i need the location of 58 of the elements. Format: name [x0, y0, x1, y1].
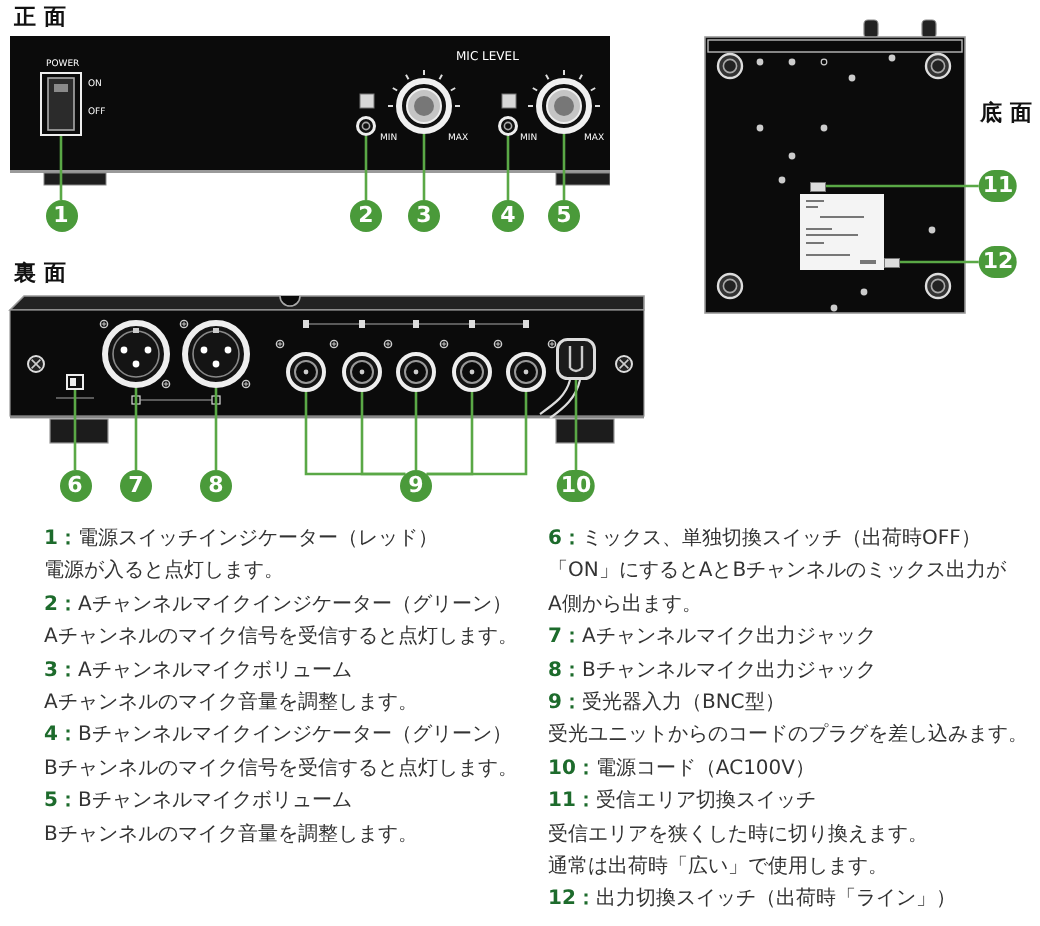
leader-line: [506, 136, 510, 200]
description-text: 受信エリアを狭くした時に切り換えます。: [548, 821, 930, 850]
description-text: 1：電源スイッチインジケーター（レッド）: [44, 526, 440, 554]
leader-line: [134, 388, 138, 470]
callout-number: 12: [978, 246, 1018, 278]
description-text: 通常は出荷時「広い」で使用します。: [548, 853, 890, 883]
description-text: 3：Aチャンネルマイクボリューム: [44, 657, 354, 686]
power-cord: [556, 338, 596, 380]
callout-number: 4: [492, 200, 524, 232]
description-text: 電源が入ると点灯します。: [44, 557, 286, 587]
callout-number: 11: [978, 170, 1018, 202]
callout-number: 1: [45, 200, 77, 232]
leader-line: [414, 392, 418, 470]
leader-line: [422, 134, 426, 200]
bnc-jack: [286, 352, 326, 392]
callout-number: 2: [350, 200, 382, 232]
description-text: 7：Aチャンネルマイク出力ジャック: [548, 623, 878, 653]
description-text: Bチャンネルのマイク音量を調整します。: [44, 821, 420, 850]
leader-line: [426, 392, 528, 476]
description-text: 11：受信エリア切換スイッチ: [548, 787, 818, 817]
description-text: 6：ミックス、単独切換スイッチ（出荷時OFF）: [548, 525, 983, 554]
view-heading: 裏 面: [14, 262, 66, 284]
description-text: 9：受光器入力（BNC型）: [548, 689, 787, 719]
callout-number: 8: [200, 470, 232, 502]
leader-line: [364, 136, 368, 200]
description-text: Aチャンネルのマイク音量を調整します。: [44, 689, 420, 719]
bnc-jack: [396, 352, 436, 392]
leader-line: [360, 392, 406, 476]
power-switch: [40, 72, 82, 136]
bnc-jack: [342, 352, 382, 392]
description-text: 5：Bチャンネルマイクボリューム: [44, 788, 354, 817]
description-text: Aチャンネルのマイク信号を受信すると点灯します。: [44, 623, 520, 653]
description-text: 受光ユニットからのコードのプラグを差し込みます。: [548, 721, 1030, 751]
slide-switch: [66, 374, 84, 390]
view-heading: 底 面: [980, 102, 1032, 124]
description-text: 「ON」にするとAとBチャンネルのミックス出力がA側から出ます。: [548, 557, 1009, 620]
callout-number: 9: [400, 470, 432, 502]
description-text: Bチャンネルのマイク信号を受信すると点灯します。: [44, 755, 520, 784]
callout-number: 7: [120, 470, 152, 502]
volume-knob: [396, 78, 452, 134]
callout-number: 6: [59, 470, 91, 502]
leader-line: [59, 136, 63, 200]
description-text: 10：電源コード（AC100V）: [548, 755, 817, 784]
callout-number: 10: [556, 470, 596, 502]
description-text: 2：Aチャンネルマイクインジケーター（グリーン）: [44, 591, 514, 620]
description-text: 4：Bチャンネルマイクインジケーター（グリーン）: [44, 722, 514, 751]
callout-number: 3: [408, 200, 440, 232]
leader-line: [73, 390, 77, 470]
bnc-jack: [506, 352, 546, 392]
description-text: 12：出力切換スイッチ（出荷時「ライン」）: [548, 885, 958, 915]
callout-number: 5: [548, 200, 580, 232]
volume-knob: [536, 78, 592, 134]
leader-line: [214, 388, 218, 470]
view-heading: 正 面: [14, 6, 66, 28]
leader-line: [574, 380, 578, 470]
bnc-jack: [452, 352, 492, 392]
leader-line: [562, 134, 566, 200]
description-text: 8：Bチャンネルマイク出力ジャック: [548, 657, 878, 686]
